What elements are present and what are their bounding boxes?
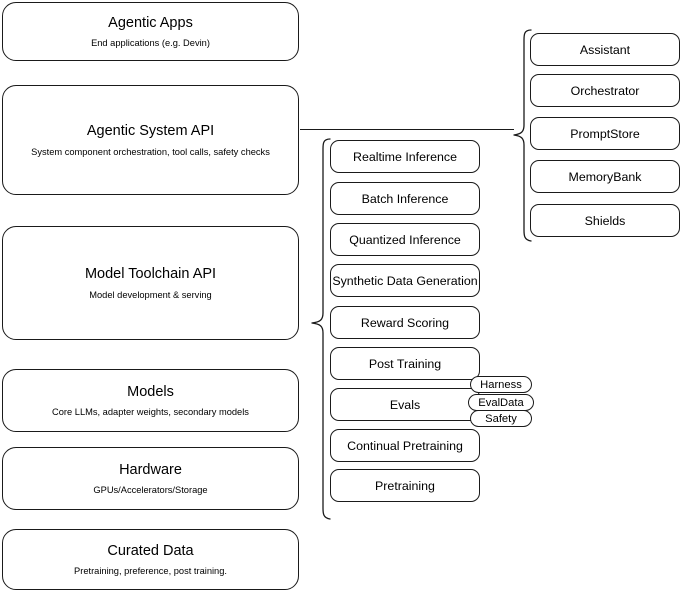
toolchain-item-label: Continual Pretraining	[347, 438, 463, 453]
layer-subtitle: Pretraining, preference, post training.	[74, 566, 227, 577]
toolchain-item-synthetic-data-generation[interactable]: Synthetic Data Generation	[330, 264, 480, 297]
toolchain-item-label: Post Training	[368, 356, 442, 371]
layer-title: Agentic Apps	[108, 14, 193, 31]
toolchain-item-evals[interactable]: Evals	[330, 388, 480, 421]
layer-subtitle: GPUs/Accelerators/Storage	[93, 485, 208, 496]
layer-model-toolchain-api[interactable]: Model Toolchain API Model development & …	[2, 226, 299, 340]
eval-subcomponent-label: EvalData	[478, 396, 524, 409]
toolchain-item-label: Synthetic Data Generation	[332, 273, 478, 288]
eval-subcomponent-label: Safety	[485, 412, 517, 425]
connector-line-system-api	[300, 129, 514, 131]
toolchain-item-batch-inference[interactable]: Batch Inference	[330, 182, 480, 215]
toolchain-item-continual-pretraining[interactable]: Continual Pretraining	[330, 429, 480, 462]
toolchain-item-reward-scoring[interactable]: Reward Scoring	[330, 306, 480, 339]
system-component-shields[interactable]: Shields	[530, 204, 680, 237]
system-component-label: Shields	[584, 213, 626, 228]
layer-title: Agentic System API	[86, 123, 215, 140]
toolchain-item-realtime-inference[interactable]: Realtime Inference	[330, 140, 480, 173]
system-component-label: MemoryBank	[568, 169, 642, 184]
layer-title: Hardware	[119, 461, 182, 478]
layer-agentic-apps[interactable]: Agentic Apps End applications (e.g. Devi…	[2, 2, 299, 61]
layer-agentic-system-api[interactable]: Agentic System API System component orch…	[2, 85, 299, 195]
layer-subtitle: Core LLMs, adapter weights, secondary mo…	[52, 407, 249, 418]
toolchain-item-pretraining[interactable]: Pretraining	[330, 469, 480, 502]
layer-subtitle: Model development & serving	[89, 289, 212, 300]
layer-title: Curated Data	[107, 542, 194, 559]
system-component-label: Orchestrator	[570, 83, 640, 98]
toolchain-item-label: Pretraining	[375, 478, 435, 493]
toolchain-item-post-training[interactable]: Post Training	[330, 347, 480, 380]
system-component-label: Assistant	[579, 42, 631, 57]
system-component-label: PromptStore	[570, 126, 640, 141]
toolchain-item-label: Batch Inference	[361, 191, 449, 206]
toolchain-item-label: Evals	[389, 397, 421, 412]
eval-subcomponent-safety[interactable]: Safety	[470, 410, 532, 427]
eval-subcomponent-harness[interactable]: Harness	[470, 376, 532, 393]
brace-toolchain	[311, 138, 331, 520]
layer-subtitle: End applications (e.g. Devin)	[91, 38, 210, 49]
layer-models[interactable]: Models Core LLMs, adapter weights, secon…	[2, 369, 299, 432]
brace-system-components	[513, 29, 532, 242]
toolchain-item-label: Reward Scoring	[360, 315, 450, 330]
system-component-assistant[interactable]: Assistant	[530, 33, 680, 66]
system-component-orchestrator[interactable]: Orchestrator	[530, 74, 680, 107]
eval-subcomponent-label: Harness	[480, 378, 522, 391]
toolchain-item-label: Quantized Inference	[349, 232, 461, 247]
eval-subcomponent-evaldata[interactable]: EvalData	[468, 394, 534, 411]
layer-title: Model Toolchain API	[84, 266, 217, 283]
toolchain-item-label: Realtime Inference	[353, 149, 457, 164]
layer-subtitle: System component orchestration, tool cal…	[31, 146, 270, 157]
system-component-promptstore[interactable]: PromptStore	[530, 117, 680, 150]
layer-hardware[interactable]: Hardware GPUs/Accelerators/Storage	[2, 447, 299, 510]
layer-title: Models	[127, 383, 174, 400]
system-component-memorybank[interactable]: MemoryBank	[530, 160, 680, 193]
layer-curated-data[interactable]: Curated Data Pretraining, preference, po…	[2, 529, 299, 590]
toolchain-item-quantized-inference[interactable]: Quantized Inference	[330, 223, 480, 256]
